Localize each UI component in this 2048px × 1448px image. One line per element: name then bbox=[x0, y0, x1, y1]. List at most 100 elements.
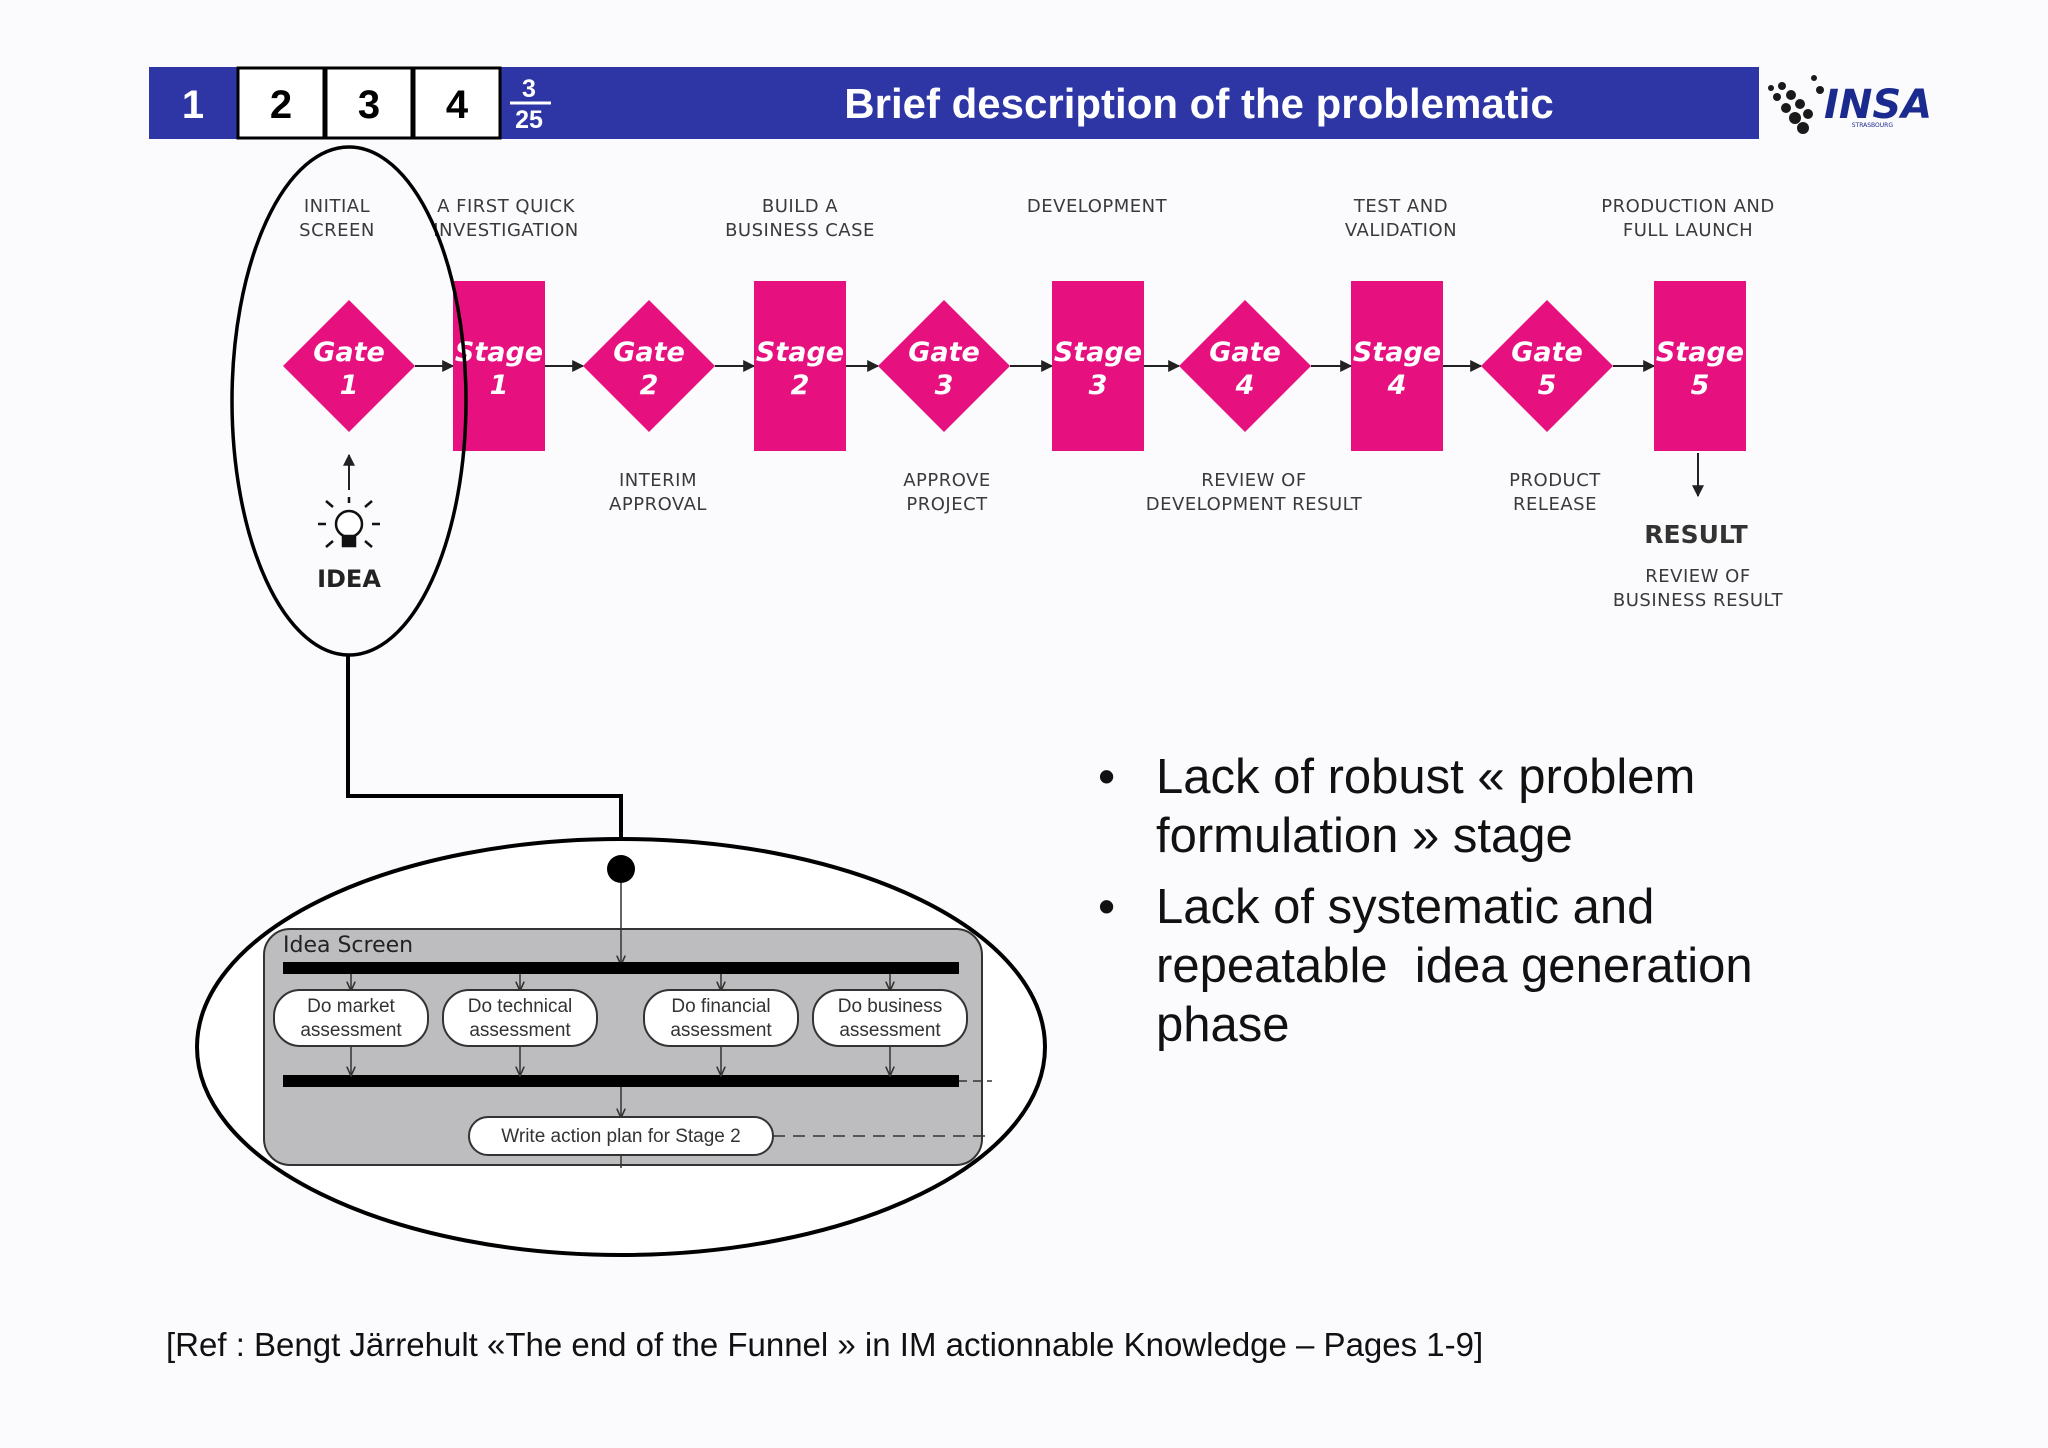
activity-label-line-2: assessment bbox=[839, 1020, 941, 1041]
idea-screen-title: Idea Screen bbox=[283, 933, 413, 958]
phase-label: SCREEN bbox=[299, 220, 375, 241]
gate-decision-label: PRODUCT bbox=[1509, 470, 1601, 491]
stage-number: 2 bbox=[791, 370, 810, 401]
stage-word: Stage bbox=[455, 337, 543, 368]
stage-box bbox=[453, 281, 545, 451]
section-tab-4-box[interactable] bbox=[412, 66, 502, 140]
gate-number: 1 bbox=[340, 370, 359, 401]
bullet-dot-icon: • bbox=[1098, 750, 1116, 804]
gate-diamond bbox=[1481, 300, 1613, 432]
result-label: RESULT bbox=[1644, 520, 1747, 549]
result-sub-line-2: BUSINESS RESULT bbox=[1613, 590, 1784, 611]
activities: Do market assessment Do technical assessmen… bbox=[273, 974, 968, 1076]
gate-diamond bbox=[583, 300, 715, 432]
section-tab-4[interactable]: 4 bbox=[446, 83, 469, 127]
stage-word: Stage bbox=[1054, 337, 1142, 368]
phase-label: TEST AND bbox=[1353, 196, 1448, 217]
phase-label: PRODUCTION AND bbox=[1601, 196, 1774, 217]
gates-and-stages: Gate1Stage1Gate2Stage2Gate3Stage3Gate4St… bbox=[283, 281, 1746, 451]
section-tab-2[interactable]: 2 bbox=[270, 83, 292, 127]
activity-node: Do market assessment bbox=[273, 974, 429, 1076]
join-bar bbox=[283, 1075, 959, 1087]
logo-text: INSA bbox=[1824, 82, 1932, 128]
page-total: 25 bbox=[515, 106, 543, 134]
stage-number: 4 bbox=[1387, 370, 1407, 401]
bullet-2-line-2: repeatable idea generation bbox=[1156, 939, 1753, 993]
activity-node: Do technical assessment bbox=[442, 974, 598, 1076]
gate-decision-label: DEVELOPMENT RESULT bbox=[1146, 494, 1363, 515]
gate-decision-label: REVIEW OF bbox=[1201, 470, 1306, 491]
bullet-dot-icon: • bbox=[1098, 880, 1116, 934]
stage-box bbox=[1052, 281, 1144, 451]
reference-citation: [Ref : Bengt Järrehult «The end of the F… bbox=[166, 1326, 1484, 1363]
phase-label: DEVELOPMENT bbox=[1027, 196, 1168, 217]
stage-box bbox=[1654, 281, 1746, 451]
bullet-2-line-1: Lack of systematic and bbox=[1156, 880, 1655, 934]
gate-decision-label: PROJECT bbox=[906, 494, 988, 515]
lightbulb-icon bbox=[318, 497, 380, 548]
gate-diamond bbox=[1179, 300, 1311, 432]
bullet-1-line-2: formulation » stage bbox=[1156, 809, 1573, 863]
zoom-connector-line bbox=[346, 656, 623, 842]
phase-label: FULL LAUNCH bbox=[1623, 220, 1753, 241]
activity-label-line-1: Do business bbox=[838, 996, 943, 1017]
gate-word: Gate bbox=[908, 337, 980, 368]
stage-word: Stage bbox=[756, 337, 844, 368]
phase-label: INITIAL bbox=[304, 196, 370, 217]
bullet-item-idea-generation: • Lack of systematic and repeatable idea… bbox=[1098, 878, 1798, 1055]
phase-label: INVESTIGATION bbox=[433, 220, 579, 241]
gate-diamond bbox=[283, 300, 415, 432]
stage-number: 1 bbox=[490, 370, 509, 401]
gate-diamond bbox=[878, 300, 1010, 432]
problem-bullet-list: • Lack of robust « problem formulation »… bbox=[1098, 748, 1798, 1067]
stage-box bbox=[1351, 281, 1443, 451]
phase-label: BUSINESS CASE bbox=[725, 220, 875, 241]
section-tab-1[interactable]: 1 bbox=[182, 83, 204, 127]
bullet-1-line-1: Lack of robust « problem bbox=[1156, 750, 1696, 804]
activity-label-line-1: Do technical bbox=[468, 996, 573, 1017]
bullet-item-problem-formulation: • Lack of robust « problem formulation »… bbox=[1098, 748, 1798, 866]
fork-bar bbox=[283, 962, 959, 974]
start-node-icon bbox=[607, 855, 635, 883]
gate-word: Gate bbox=[1511, 337, 1583, 368]
gate-decision-label: APPROVE bbox=[903, 470, 991, 491]
logo-subtext: STRASBOURG bbox=[1852, 122, 1894, 129]
gate-number: 5 bbox=[1538, 370, 1557, 401]
gate-decision-label: RELEASE bbox=[1513, 494, 1597, 515]
activity-label-line-2: assessment bbox=[670, 1020, 772, 1041]
action-plan-label: Write action plan for Stage 2 bbox=[501, 1126, 740, 1147]
activity-label-line-2: assessment bbox=[300, 1020, 402, 1041]
activity-node: Do business assessment bbox=[812, 974, 968, 1076]
stage-number: 5 bbox=[1691, 370, 1710, 401]
header-bar: 1 2 3 4 3 25 Brief description of the pr… bbox=[149, 66, 1759, 140]
gate-number: 3 bbox=[935, 370, 954, 401]
bullet-2-line-3: phase bbox=[1156, 998, 1290, 1052]
gate-word: Gate bbox=[313, 337, 385, 368]
logo-dots-icon bbox=[1768, 75, 1824, 134]
section-tab-3-box[interactable] bbox=[324, 66, 414, 140]
gate-number: 4 bbox=[1235, 370, 1255, 401]
activity-label-line-1: Do market bbox=[307, 996, 395, 1017]
section-tab-2-box[interactable] bbox=[236, 66, 326, 140]
idea-screen-swimlane bbox=[263, 928, 983, 1166]
activity-label-line-2: assessment bbox=[469, 1020, 571, 1041]
stage-number: 3 bbox=[1089, 370, 1108, 401]
gate-word: Gate bbox=[1209, 337, 1281, 368]
page-current: 3 bbox=[522, 75, 536, 103]
gate-number: 2 bbox=[640, 370, 659, 401]
phase-label: BUILD A bbox=[762, 196, 838, 217]
section-tab-3[interactable]: 3 bbox=[358, 83, 380, 127]
initial-screen-highlight-ellipse bbox=[230, 145, 468, 657]
